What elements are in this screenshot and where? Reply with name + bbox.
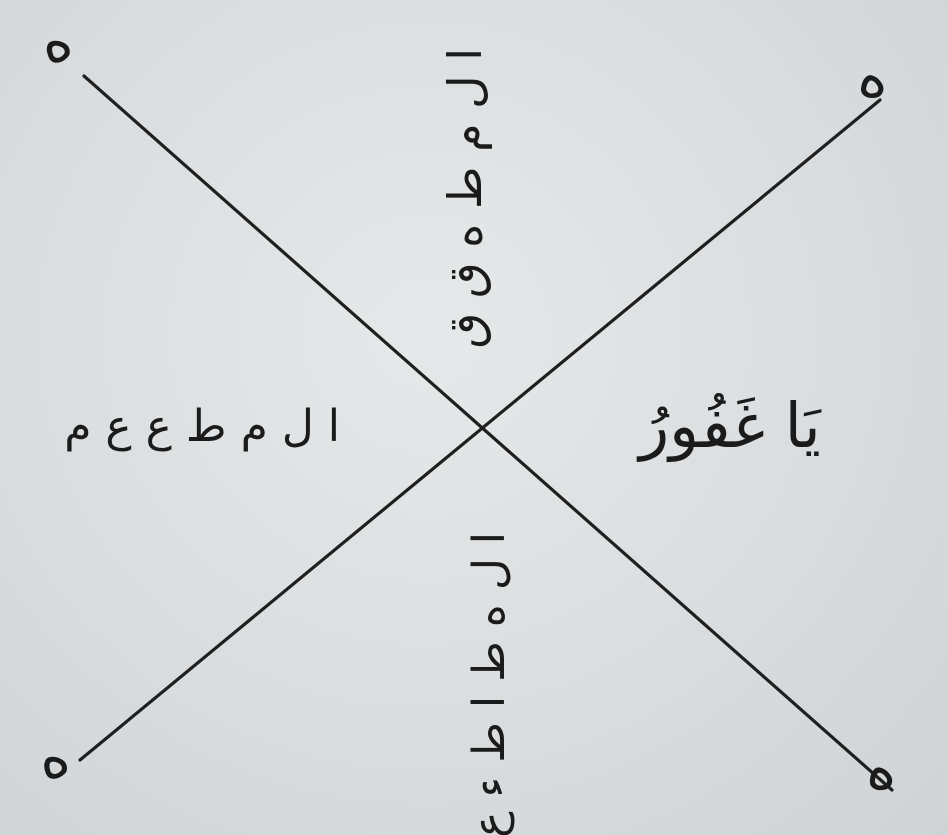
- quadrant-left-text: ا ل م ط ع ع م: [64, 401, 340, 452]
- quadrant-top-text: ا ل م ط ه ق ق: [438, 48, 492, 349]
- diagonal-line-tl-br: [82, 74, 894, 792]
- quadrant-bottom-text: ا ل ه ط ا ط ء ع: [464, 532, 515, 835]
- diagonal-line-tr-bl: [78, 98, 882, 762]
- quadrant-right-text: يَا غَفُورُ: [639, 389, 821, 462]
